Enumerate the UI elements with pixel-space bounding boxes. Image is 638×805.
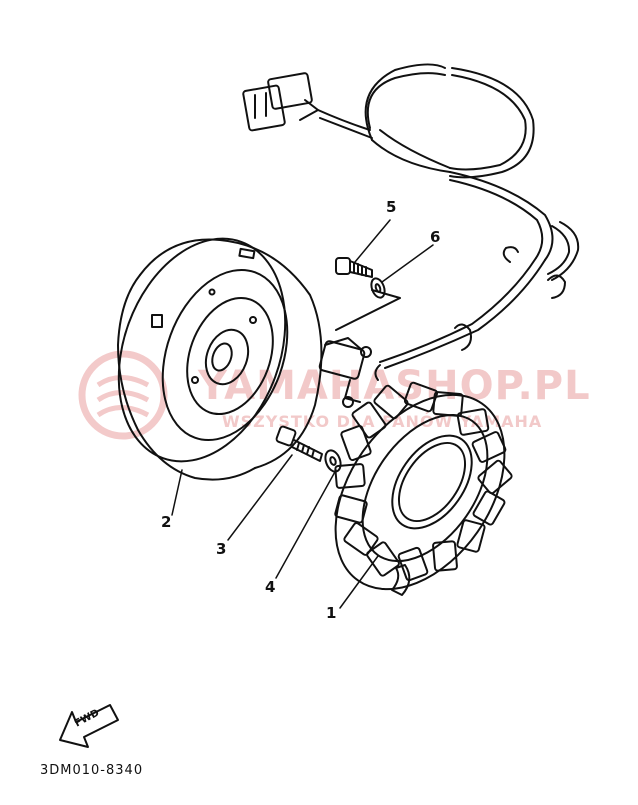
pickup-coil <box>318 289 401 408</box>
leader-6 <box>381 244 434 283</box>
leader-3 <box>227 454 293 541</box>
leader-4 <box>275 469 337 579</box>
callout-5: 5 <box>386 198 397 216</box>
washer-part-6 <box>370 277 386 299</box>
callout-1: 1 <box>326 604 337 622</box>
flywheel-rotor <box>117 237 323 481</box>
callout-2: 2 <box>161 513 172 531</box>
leader-5 <box>354 219 391 263</box>
callout-3: 3 <box>216 540 227 558</box>
stator-coil <box>334 381 513 596</box>
bolt-part-3 <box>275 425 323 462</box>
callout-4: 4 <box>265 578 276 596</box>
callout-6: 6 <box>430 228 441 246</box>
leader-2 <box>171 469 183 516</box>
leader-lines <box>171 219 434 609</box>
diagram-code: 3DM010-8340 <box>40 763 144 778</box>
wiring-harness <box>242 63 580 381</box>
forward-arrow-icon <box>59 704 119 748</box>
washer-part-4 <box>324 449 342 473</box>
bolt-part-5 <box>335 257 373 278</box>
leader-1 <box>339 555 379 609</box>
